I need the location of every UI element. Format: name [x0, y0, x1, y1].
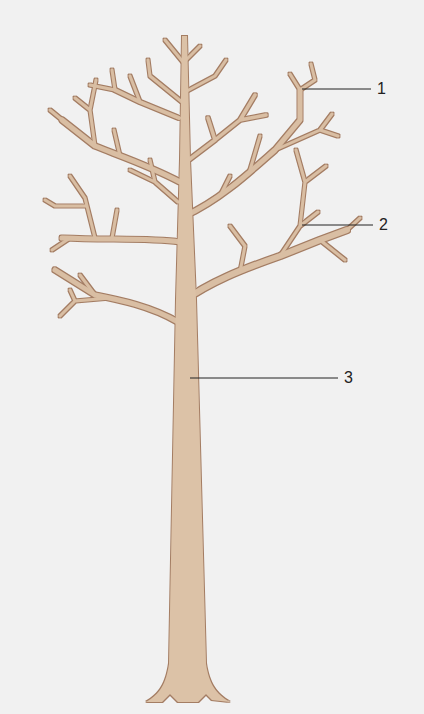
leader-line: [302, 89, 371, 90]
leader-line: [190, 378, 338, 379]
leader-line: [302, 225, 373, 226]
callout-number: 3: [344, 368, 353, 388]
leader-lines: [190, 89, 373, 378]
callout-number: 1: [377, 79, 386, 99]
tree-trunk: [146, 36, 230, 702]
tree-branches: [45, 40, 360, 322]
callout-number: 2: [379, 215, 388, 235]
